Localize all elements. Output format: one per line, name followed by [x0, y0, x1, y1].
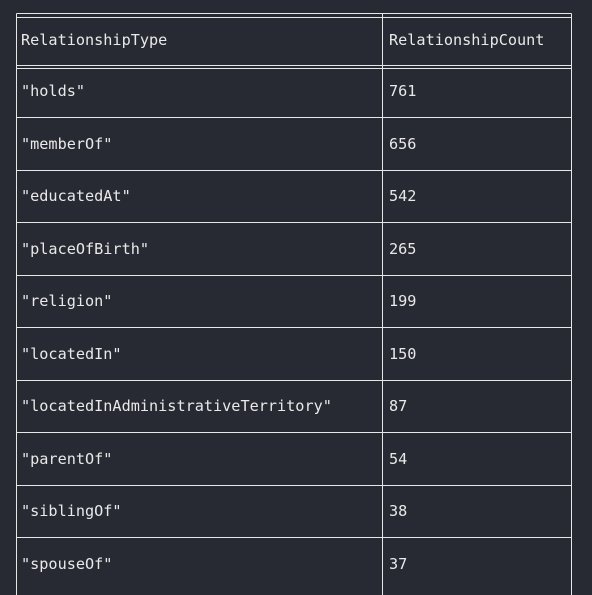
table-row-type: "religion": [21, 292, 113, 310]
table-row-type: "locatedInAdministrativeTerritory": [21, 397, 332, 415]
table-row-type: "educatedAt": [21, 187, 131, 205]
table-row-type: "holds": [21, 82, 86, 100]
table-row-type: "spouseOf": [21, 555, 113, 573]
table-row-count: 38: [389, 502, 408, 520]
table-row-type: "siblingOf": [21, 502, 122, 520]
table-row-count: 37: [389, 555, 408, 573]
table-row-count: 150: [389, 345, 417, 363]
table-row-type: "placeOfBirth": [21, 240, 150, 258]
table-row-count: 656: [389, 135, 417, 153]
table-row-count: 542: [389, 187, 417, 205]
table-row-count: 761: [389, 82, 417, 100]
table-row-count: 87: [389, 397, 408, 415]
table-row-type: "memberOf": [21, 135, 113, 153]
header-relationship-count: RelationshipCount: [389, 31, 545, 49]
table-row-count: 199: [389, 292, 417, 310]
table-row-count: 265: [389, 240, 417, 258]
header-relationship-type: RelationshipType: [21, 31, 168, 49]
table-row-type: "locatedIn": [21, 345, 122, 363]
table-row-type: "parentOf": [21, 450, 113, 468]
table-row-count: 54: [389, 450, 408, 468]
